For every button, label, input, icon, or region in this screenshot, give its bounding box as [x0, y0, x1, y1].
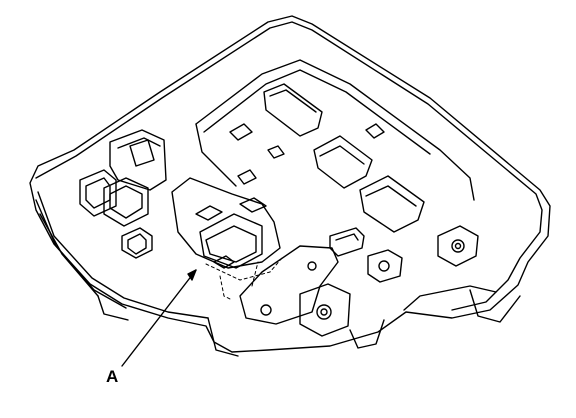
- relay-a: [171, 177, 281, 269]
- fuse-slots: [229, 123, 425, 233]
- lower-skirt: [97, 285, 521, 357]
- bolt-terminals: [299, 225, 479, 337]
- inner-panel: [195, 59, 475, 201]
- callout-label-a: A: [106, 367, 119, 386]
- callout-leader-a: [121, 269, 197, 367]
- relay-socket-hidden-lines: [205, 257, 283, 301]
- left-fuse-blocks: [79, 129, 167, 259]
- housing-outline: [29, 15, 551, 353]
- mounting-bracket: [239, 227, 365, 325]
